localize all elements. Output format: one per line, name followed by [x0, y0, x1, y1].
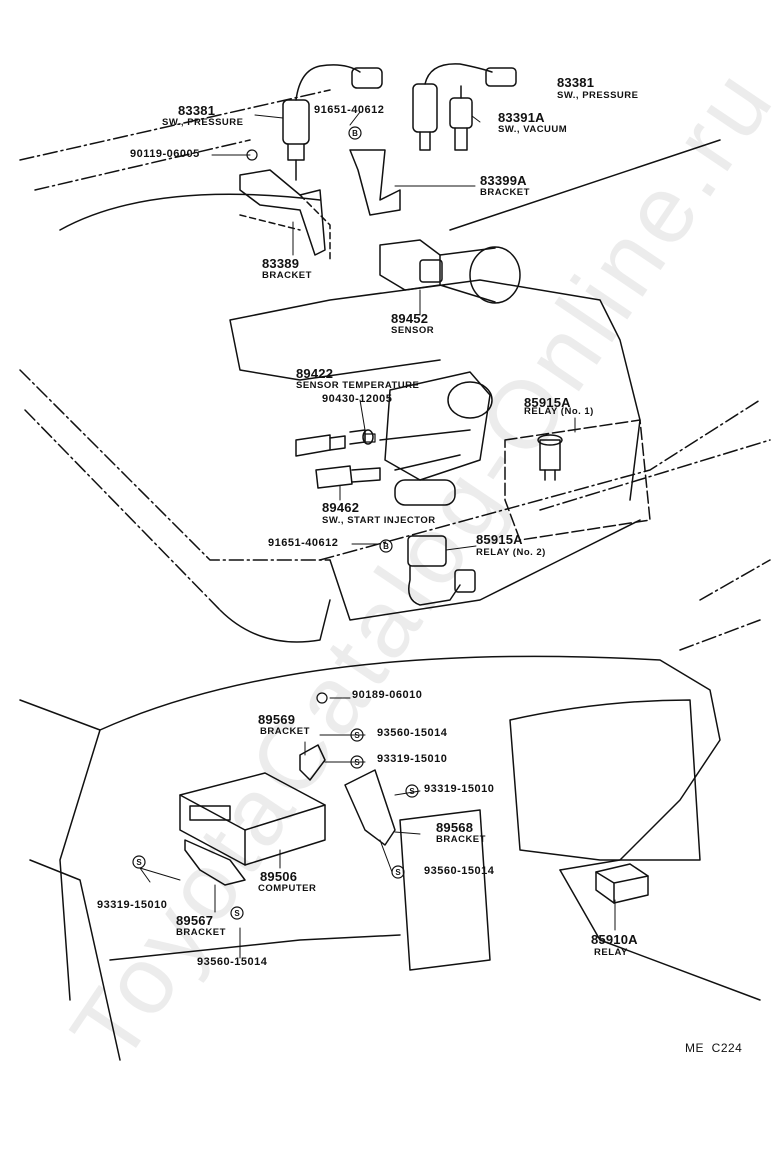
throttle-body	[379, 371, 493, 506]
leader-lines	[139, 111, 616, 959]
engine-lower	[329, 519, 641, 621]
sensor-temperature	[295, 429, 374, 457]
part-number: 89422	[296, 366, 334, 381]
part-number: 89452	[391, 311, 429, 326]
part-number: 89462	[322, 500, 360, 515]
part-name: SW., START INJECTOR	[322, 515, 436, 526]
dashboard-outline	[59, 655, 721, 1001]
part-number: 93560-15014	[377, 727, 448, 739]
marker-s-2: S	[354, 758, 360, 767]
part-name: BRACKET	[436, 834, 486, 845]
marker-s-1: S	[354, 731, 360, 740]
pressure-switch-right	[412, 63, 517, 151]
marker-s-3: S	[409, 787, 415, 796]
diagram-code: ME C224	[685, 1041, 743, 1055]
part-number: 83381	[178, 103, 216, 118]
part-name: SENSOR TEMPERATURE	[296, 380, 420, 391]
marker-b-2: B	[383, 542, 389, 551]
part-number: 90119-06005	[130, 148, 200, 160]
floor-outline	[109, 869, 761, 1001]
computer-89506	[179, 772, 326, 866]
bracket-83399a	[349, 149, 401, 216]
part-name: SW., VACUUM	[498, 124, 568, 135]
part-number: 89569	[258, 712, 296, 727]
bracket-89567	[184, 839, 246, 886]
marker-s-6: S	[234, 909, 240, 918]
part-number: 85910A	[591, 932, 638, 947]
bracket-89569	[299, 744, 326, 781]
part-name: RELAY (No. 2)	[476, 547, 546, 558]
part-number: 83399A	[480, 173, 527, 188]
part-number: 93319-15010	[424, 783, 495, 795]
part-name: RELAY	[594, 947, 628, 958]
part-name: SW., PRESSURE	[557, 90, 639, 101]
part-name: COMPUTER	[258, 883, 317, 894]
part-number: 91651-40612	[268, 537, 339, 549]
part-number: 83381	[557, 75, 595, 90]
marker-circles	[132, 126, 419, 920]
part-number: 89506	[260, 869, 298, 884]
relay-no1	[504, 419, 651, 541]
sensor-89452	[379, 239, 521, 304]
part-name: BRACKET	[176, 927, 226, 938]
bracket-83389	[239, 169, 326, 256]
marker-s-4: S	[395, 868, 401, 877]
part-number: 90430-12005	[322, 393, 393, 405]
part-name: SW., PRESSURE	[162, 117, 244, 128]
vacuum-switch	[449, 85, 473, 151]
bolts	[246, 149, 376, 704]
pillar-left	[19, 699, 121, 1061]
fender-outline	[19, 89, 771, 611]
part-number: 93319-15010	[97, 899, 168, 911]
relay-no2	[407, 535, 476, 606]
part-name: BRACKET	[480, 187, 530, 198]
part-number: 93560-15014	[424, 865, 495, 877]
part-name: BRACKET	[260, 726, 310, 737]
bracket-lines	[239, 194, 331, 261]
relay-85910a	[595, 863, 649, 904]
part-number: 93319-15010	[377, 753, 448, 765]
door-line	[679, 559, 771, 651]
marker-s-5: S	[136, 858, 142, 867]
part-name: SENSOR	[391, 325, 435, 336]
part-number: 85915A	[524, 395, 571, 410]
pressure-switch-left	[282, 64, 383, 181]
part-number: 85915A	[476, 532, 523, 547]
part-name: RELAY (No. 1)	[524, 406, 594, 417]
part-number: 90189-06010	[352, 689, 423, 701]
part-number: 83391A	[498, 110, 545, 125]
body-panel-upper	[59, 139, 721, 231]
marker-b-1: B	[352, 129, 358, 138]
console-outline	[399, 809, 491, 971]
bracket-89568	[344, 769, 396, 846]
part-number: 89568	[436, 820, 474, 835]
part-number: 93560-15014	[197, 956, 268, 968]
glovebox-outline	[509, 699, 701, 861]
part-name: BRACKET	[262, 270, 312, 281]
part-number: 89567	[176, 913, 214, 928]
fender-lower	[219, 599, 331, 643]
part-number: 91651-40612	[314, 104, 385, 116]
start-injector-switch	[315, 465, 381, 489]
part-number: 83389	[262, 256, 300, 271]
